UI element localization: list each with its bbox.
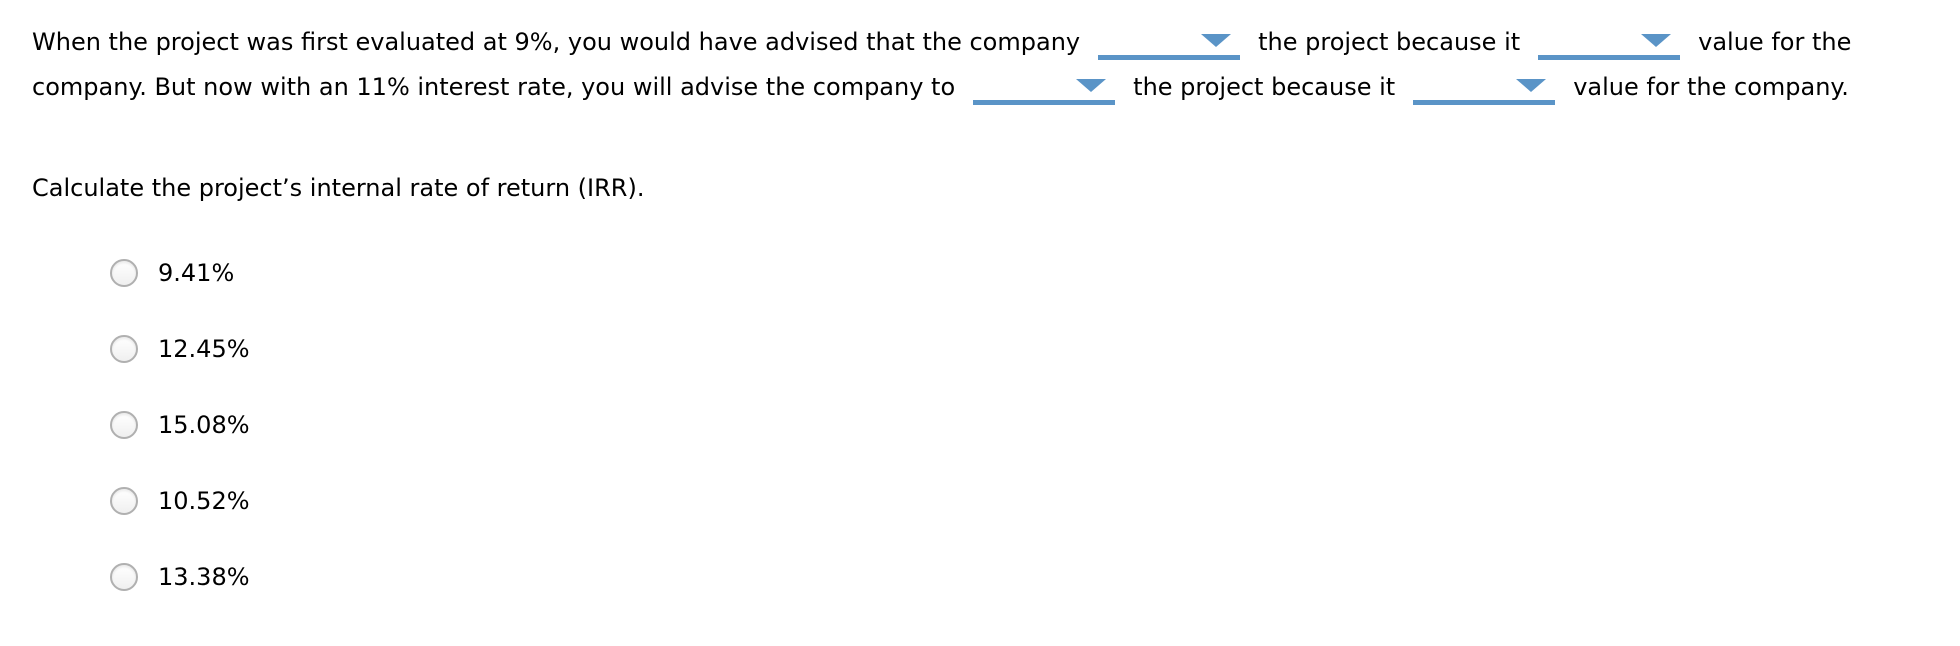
paragraph-text: When the project was first evaluated at …	[32, 28, 1081, 56]
option-label[interactable]: 15.08%	[158, 411, 250, 439]
answer-option: 9.41%	[110, 258, 1944, 288]
caret-down-icon	[1076, 79, 1107, 92]
radio-button[interactable]	[110, 563, 138, 591]
value-now-dropdown[interactable]	[1413, 77, 1556, 105]
caret-down-icon	[1201, 34, 1232, 47]
paragraph-line-1: When the project was first evaluated at …	[32, 20, 1944, 65]
option-label[interactable]: 12.45%	[158, 335, 250, 363]
radio-button[interactable]	[110, 335, 138, 363]
advise-past-dropdown[interactable]	[1098, 32, 1241, 60]
radio-button[interactable]	[110, 259, 138, 287]
paragraph-text: value for the	[1698, 28, 1852, 56]
answer-option: 10.52%	[110, 486, 1944, 516]
option-label[interactable]: 13.38%	[158, 563, 250, 591]
option-label[interactable]: 10.52%	[158, 487, 250, 515]
paragraph-line-2: company. But now with an 11% interest ra…	[32, 65, 1944, 110]
answer-option: 13.38%	[110, 562, 1944, 592]
fill-in-blank-paragraph: When the project was first evaluated at …	[32, 20, 1944, 110]
caret-down-icon	[1641, 34, 1672, 47]
advise-now-dropdown[interactable]	[973, 77, 1116, 105]
option-label[interactable]: 9.41%	[158, 259, 235, 287]
paragraph-text: value for the company.	[1573, 73, 1849, 101]
radio-button[interactable]	[110, 487, 138, 515]
answer-option: 15.08%	[110, 410, 1944, 440]
value-past-dropdown[interactable]	[1538, 32, 1681, 60]
answer-option: 12.45%	[110, 334, 1944, 364]
paragraph-text: the project because it	[1258, 28, 1521, 56]
question-prompt: Calculate the project’s internal rate of…	[32, 174, 645, 202]
paragraph-text: the project because it	[1133, 73, 1396, 101]
caret-down-icon	[1516, 79, 1547, 92]
quiz-question-page: When the project was first evaluated at …	[0, 20, 1960, 592]
paragraph-text: company. But now with an 11% interest ra…	[32, 73, 956, 101]
answer-options: 9.41% 12.45% 15.08% 10.52% 13.38%	[110, 258, 1944, 592]
radio-button[interactable]	[110, 411, 138, 439]
